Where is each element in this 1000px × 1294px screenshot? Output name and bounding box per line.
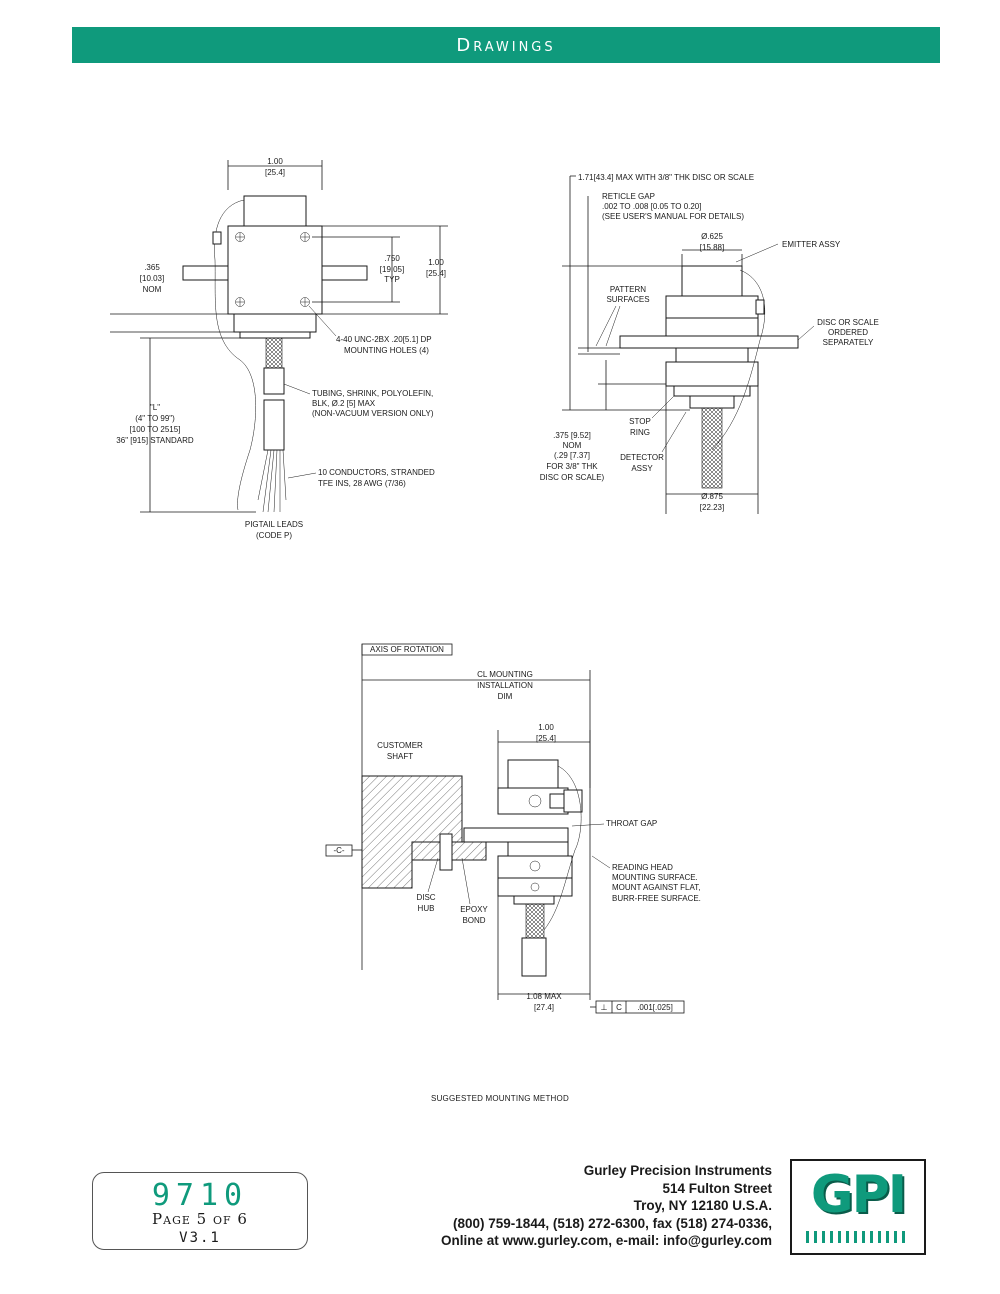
d2-nom-line5: DISC OR SCALE) — [540, 473, 605, 482]
company-street: 514 Fulton Street — [662, 1180, 772, 1196]
d3-max-dim: 1.08 MAX — [526, 992, 562, 1001]
company-name: Gurley Precision Instruments — [583, 1163, 772, 1178]
d2-stop-line2: RING — [630, 428, 650, 437]
d2-disc-line1: DISC OR SCALE — [817, 318, 879, 327]
d1-left-dim-mm: [10.03] — [140, 274, 164, 283]
d3-tol-value: .001[.025] — [637, 1003, 673, 1012]
d1-cond-line1: 10 CONDUCTORS, STRANDED — [318, 468, 435, 477]
d3-reading-line1: READING HEAD — [612, 863, 673, 872]
d1-length-line3: [100 TO 2515] — [130, 425, 181, 434]
d1-pigtail-line1: PIGTAIL LEADS — [245, 520, 303, 529]
d2-detector-line1: DETECTOR — [620, 453, 664, 462]
d1-holes-line1: 4-40 UNC-2BX .20[5.1] DP — [336, 335, 432, 344]
d1-hole-dim: .750 — [384, 254, 400, 263]
model-number: 9710 — [151, 1178, 249, 1213]
d2-reticle-line1: RETICLE GAP — [602, 192, 655, 201]
d1-pigtail-line2: (CODE P) — [256, 531, 292, 540]
d1-width-dim: 1.00 — [267, 157, 283, 166]
d3-axis: AXIS OF ROTATION — [370, 645, 444, 654]
page-number: Page 5 of 6 — [152, 1210, 248, 1228]
d3-width-dim: 1.00 — [538, 723, 554, 732]
page-info-box: 9710 Page 5 of 6 V3.1 — [92, 1172, 308, 1250]
gpi-logo: GPI — [790, 1159, 926, 1255]
d1-cond-line2: TFE INS, 28 AWG (7/36) — [318, 479, 406, 488]
drawing-mounting-view: AXIS OF ROTATION CL MOUNTING INSTALLATIO… — [325, 643, 701, 1014]
logo-bars — [806, 1231, 910, 1243]
company-contact: Gurley Precision Instruments 514 Fulton … — [441, 1162, 772, 1250]
d2-reticle-line2: .002 TO .008 [0.05 TO 0.20] — [602, 202, 701, 211]
figure-caption: SUGGESTED MOUNTING METHOD — [431, 1094, 569, 1103]
d2-dia-bottom-mm: [22.23] — [700, 503, 724, 512]
d1-tubing-line1: TUBING, SHRINK, POLYOLEFIN, — [312, 389, 433, 398]
d3-width-dim-mm: [25.4] — [536, 734, 556, 743]
d3-tol-symbol: ⊥ — [601, 1003, 608, 1012]
d3-reading-line4: BURR-FREE SURFACE. — [612, 894, 701, 903]
d1-width-dim-mm: [25.4] — [265, 168, 285, 177]
d2-dia-top: Ø.625 — [701, 232, 723, 241]
d3-cl-line1: CL MOUNTING — [477, 670, 533, 679]
d1-hole-dim-note: TYP — [384, 275, 400, 284]
d3-cl-line3: DIM — [498, 692, 513, 701]
drawing-side-view: 1.71[43.4] MAX WITH 3/8" THK DISC OR SCA… — [540, 173, 879, 514]
d3-datum: -C- — [333, 846, 344, 855]
d3-reading-line3: MOUNT AGAINST FLAT, — [612, 883, 700, 892]
d2-dia-top-mm: [15.88] — [700, 243, 724, 252]
d1-holes-line2: MOUNTING HOLES (4) — [344, 346, 429, 355]
company-online: Online at www.gurley.com, e-mail: info@g… — [441, 1233, 772, 1248]
d2-dia-bottom: Ø.875 — [701, 492, 723, 501]
d3-shaft-line1: CUSTOMER — [377, 741, 423, 750]
d1-height-dim-mm: [25.4] — [426, 269, 446, 278]
d1-length-line4: 36" [915] STANDARD — [116, 436, 194, 445]
d2-nom-line3: (.29 [7.37] — [554, 451, 590, 460]
d3-max-dim-mm: [27.4] — [534, 1003, 554, 1012]
drawing-front-view: 1.00 [25.4] 1.00 [25.4] .750 [19.05] TYP… — [110, 157, 448, 540]
section-banner: Drawings — [72, 27, 940, 63]
d2-nom-line2: NOM — [563, 441, 582, 450]
company-phone: (800) 759-1844, (518) 272-6300, fax (518… — [453, 1215, 772, 1231]
logo-text: GPI — [810, 1165, 907, 1225]
d2-nom-line1: .375 [9.52] — [553, 431, 591, 440]
d2-max-dim: 1.71[43.4] MAX WITH 3/8" THK DISC OR SCA… — [578, 173, 754, 182]
d3-throat: THROAT GAP — [606, 819, 657, 828]
d3-epoxy-line2: BOND — [462, 916, 485, 925]
d3-reading-line2: MOUNTING SURFACE. — [612, 873, 698, 882]
d2-emitter: EMITTER ASSY — [782, 240, 841, 249]
d3-hub-line2: HUB — [418, 904, 435, 913]
d2-detector-line2: ASSY — [631, 464, 653, 473]
d1-tubing-line2: BLK, Ø.2 [5] MAX — [312, 399, 376, 408]
d3-cl-line2: INSTALLATION — [477, 681, 533, 690]
d2-pattern-line2: SURFACES — [606, 295, 649, 304]
company-city: Troy, NY 12180 U.S.A. — [633, 1198, 772, 1213]
d3-epoxy-line1: EPOXY — [460, 905, 488, 914]
d1-left-dim: .365 — [144, 263, 160, 272]
d1-height-dim: 1.00 — [428, 258, 444, 267]
d3-shaft-line2: SHAFT — [387, 752, 413, 761]
d2-pattern-line1: PATTERN — [610, 285, 646, 294]
d1-length-line2: (4" TO 99") — [135, 414, 175, 423]
d1-length-line1: "L" — [150, 403, 160, 412]
d2-stop-line1: STOP — [629, 417, 651, 426]
version: V3.1 — [179, 1230, 221, 1246]
section-title: Drawings — [456, 34, 556, 56]
d2-reticle-line3: (SEE USER'S MANUAL FOR DETAILS) — [602, 212, 744, 221]
d2-nom-line4: FOR 3/8" THK — [546, 462, 598, 471]
d3-hub-line1: DISC — [416, 893, 435, 902]
d3-tol-datum: C — [616, 1003, 622, 1012]
d1-left-dim-note: NOM — [143, 285, 162, 294]
d2-disc-line2: ORDERED — [828, 328, 868, 337]
d2-disc-line3: SEPARATELY — [823, 338, 874, 347]
d1-tubing-line3: (NON-VACUUM VERSION ONLY) — [312, 409, 434, 418]
d1-hole-dim-mm: [19.05] — [380, 265, 404, 274]
